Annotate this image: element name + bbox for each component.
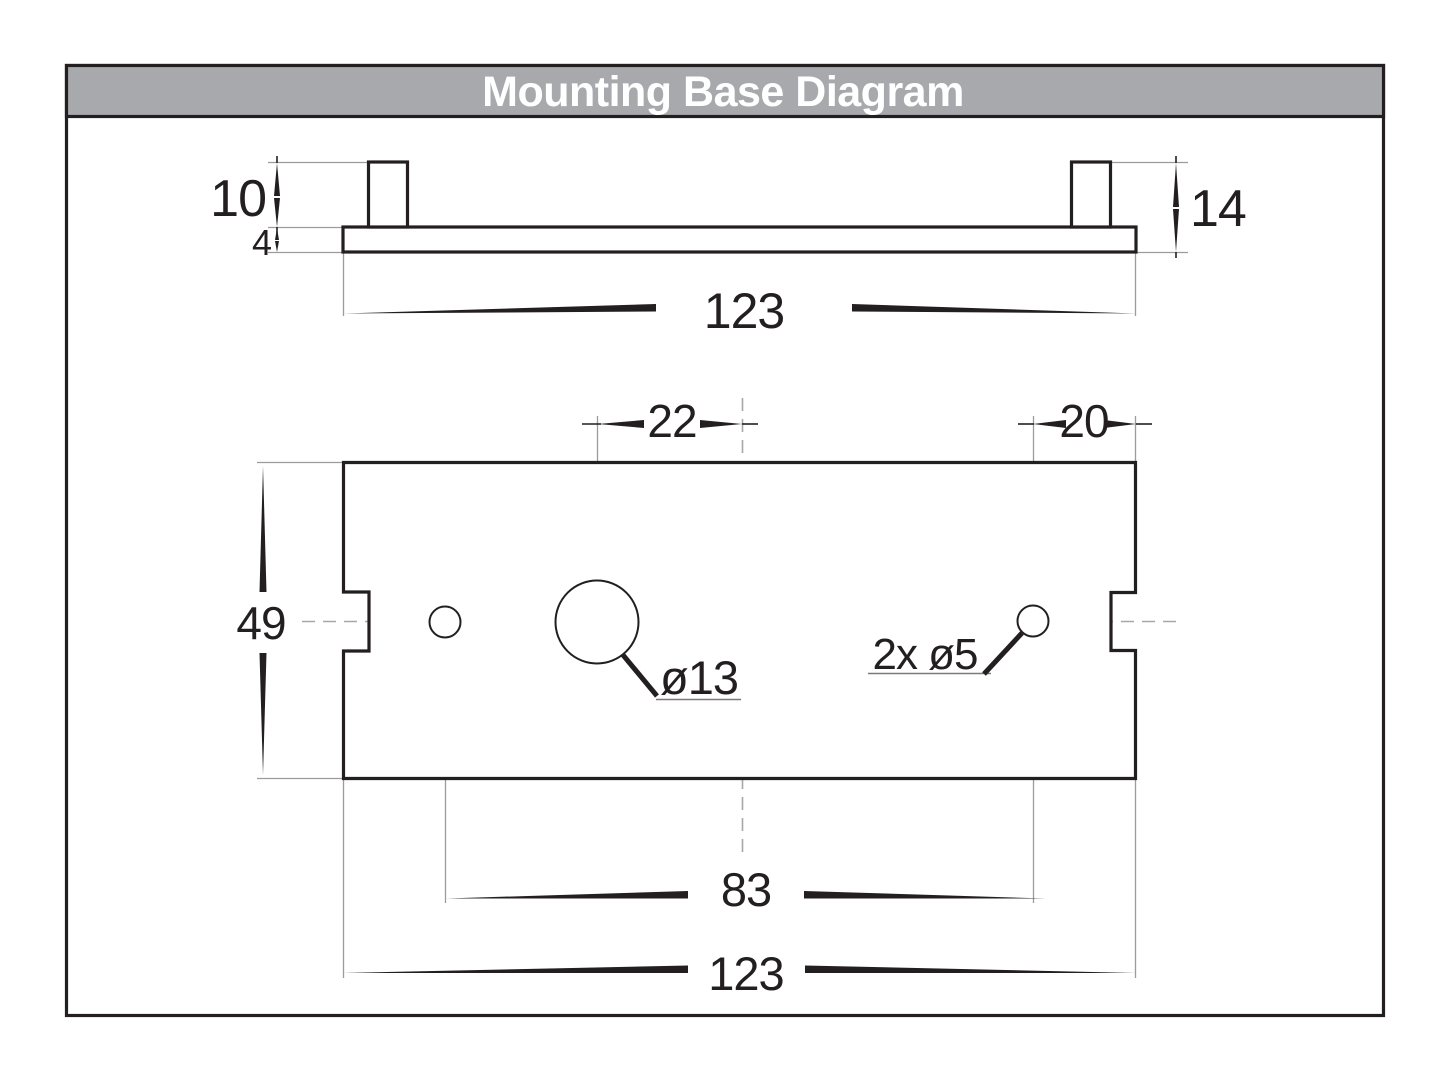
dim-tick [275,241,279,252]
dim-tick [852,304,1136,314]
center-hole [554,579,640,665]
dim-tick [1173,163,1179,207]
dim-tick [700,420,742,428]
screw-hole-left [428,605,462,639]
dim-label-peg-height: 10 [210,170,266,228]
dim-label-plan-width: 123 [708,947,783,1000]
dim-label-side-width: 123 [704,283,784,339]
dim-label-depth: 49 [236,597,285,649]
dim-label-edge-hole-offset: 20 [1059,395,1108,447]
dim-tick [343,304,656,314]
dim-tick [1173,209,1179,252]
dim-peg-height: 10 [210,156,280,233]
dim-center-hole-offset: 22 [582,395,758,447]
dim-tick [1033,420,1066,428]
leader-line [621,653,659,698]
dim-label-center-hole-offset: 22 [647,395,696,447]
screw-hole-right [1016,604,1050,638]
side-view: 10 4 14 123 [210,156,1247,339]
dim-overall-height: 14 [1173,156,1247,258]
callout-center-hole: ø13 [621,651,741,704]
dim-tick [598,420,644,428]
dim-label-hole-spacing: 83 [721,863,771,916]
dim-tick [274,198,280,227]
dim-tick [446,891,688,899]
dim-hole-spacing: 83 [446,863,1046,916]
dim-tick [259,466,267,592]
leader-line [982,631,1024,676]
dim-base-thickness: 4 [252,222,279,263]
base-plate-side [341,225,1138,254]
dim-edge-hole-offset: 20 [1018,395,1152,447]
dim-label-base-thickness: 4 [252,222,271,263]
base-plate-plan-outline [341,460,1138,781]
dim-tick [259,653,267,775]
header-bar [64,63,1386,119]
dim-tick [804,891,1046,899]
screw-hole-label: 2x ø5 [872,630,977,679]
dim-tick [343,965,688,973]
plan-view: 22 20 49 ø13 [236,395,1176,1000]
center-hole-label: ø13 [660,651,738,704]
page-title: Mounting Base Diagram [482,68,964,116]
dim-plan-width: 123 [343,947,1136,1000]
dim-tick [1104,420,1136,428]
dim-side-width: 123 [343,283,1136,339]
dim-tick [275,228,279,240]
callout-screw-holes: 2x ø5 [868,630,1024,679]
dim-depth: 49 [236,466,287,775]
mounting-peg-left [366,160,410,229]
dim-tick [274,163,280,196]
dim-tick [805,965,1136,973]
dim-label-overall-height: 14 [1190,180,1246,238]
mounting-peg-right [1069,160,1113,229]
